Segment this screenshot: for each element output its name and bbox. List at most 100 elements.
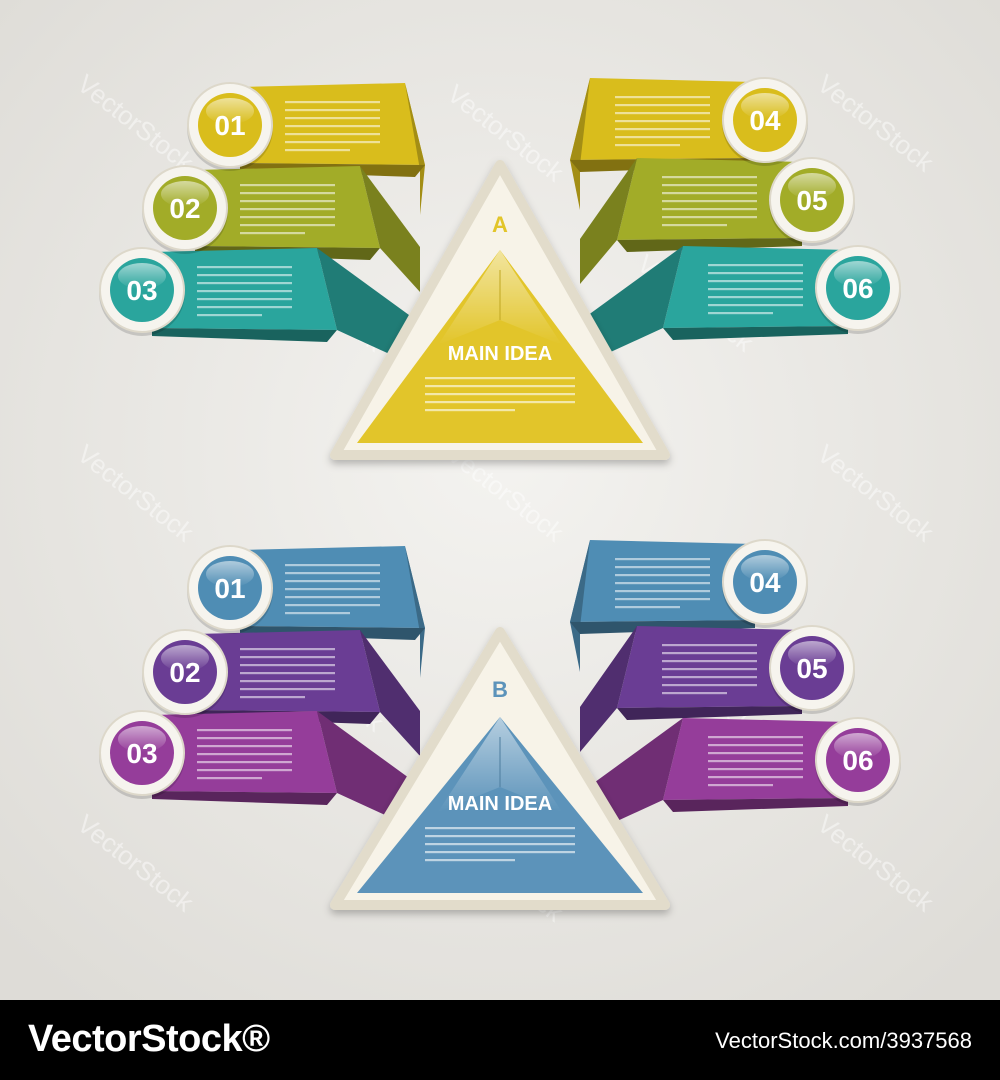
ribbon-fold [360, 630, 420, 756]
badge-gloss [741, 555, 789, 581]
placeholder-text-line [615, 590, 710, 593]
step-badge-02: 02 [142, 629, 228, 718]
placeholder-text-line [240, 656, 335, 659]
placeholder-text-line [662, 692, 727, 695]
placeholder-text-line [708, 736, 803, 739]
ribbon-panel [663, 246, 848, 328]
placeholder-text-line [615, 144, 680, 147]
ribbon-edge [617, 238, 802, 252]
ribbon-panel [570, 540, 755, 622]
triangle-fill [357, 717, 643, 893]
placeholder-text-line [197, 777, 262, 780]
ribbon-edge [152, 328, 337, 342]
step-number: 03 [126, 275, 157, 306]
placeholder-text-line [425, 385, 575, 388]
placeholder-text-line [708, 776, 803, 779]
placeholder-text-line [285, 109, 380, 112]
step-number: 01 [214, 110, 245, 141]
step-ribbon-05 [580, 626, 802, 752]
placeholder-text-line [708, 304, 803, 307]
placeholder-text-line [425, 377, 575, 380]
main-idea-label: MAIN IDEA [448, 793, 552, 815]
ribbon-edge [663, 798, 848, 812]
placeholder-text-line [708, 768, 803, 771]
ribbon-panel [195, 166, 380, 248]
placeholder-text-line [285, 604, 380, 607]
placeholder-text-line [662, 208, 757, 211]
placeholder-text-line [708, 280, 803, 283]
placeholder-text-line [425, 843, 575, 846]
step-number: 05 [796, 185, 827, 216]
badge-gloss [741, 93, 789, 119]
ribbon-panel [152, 711, 337, 793]
ribbon-panel [240, 83, 425, 165]
ribbon-panel [617, 626, 802, 708]
placeholder-text-line [708, 288, 803, 291]
placeholder-text-line [615, 120, 710, 123]
placeholder-text-line [662, 200, 757, 203]
triangle-letter: B [492, 677, 508, 702]
placeholder-text-line [662, 192, 757, 195]
placeholder-text-line [708, 760, 803, 763]
placeholder-text-line [197, 282, 292, 285]
step-badge-06: 06 [815, 717, 901, 806]
placeholder-text-line [197, 266, 292, 269]
placeholder-text-line [197, 761, 292, 764]
placeholder-text-line [662, 660, 757, 663]
placeholder-text-line [240, 208, 335, 211]
placeholder-text-line [285, 101, 380, 104]
ribbon-fold [580, 626, 637, 752]
placeholder-text-line [425, 859, 515, 862]
placeholder-text-line [197, 314, 262, 317]
placeholder-text-line [662, 668, 757, 671]
placeholder-text-line [615, 104, 710, 107]
placeholder-text-line [197, 745, 292, 748]
placeholder-text-line [662, 652, 757, 655]
badge-gloss [788, 641, 836, 667]
placeholder-text-line [197, 290, 292, 293]
placeholder-text-line [615, 582, 710, 585]
placeholder-text-line [708, 296, 803, 299]
main-triangle-b [330, 627, 670, 910]
step-number: 02 [169, 193, 200, 224]
step-badge-03: 03 [99, 247, 185, 336]
ribbon-fold [570, 78, 590, 210]
step-number: 06 [842, 745, 873, 776]
placeholder-text-line [285, 149, 350, 152]
placeholder-text-line [240, 200, 335, 203]
ribbon-fold [360, 166, 420, 292]
placeholder-text-line [285, 117, 380, 120]
placeholder-text-line [662, 644, 757, 647]
footer-bar: VectorStock® VectorStock.com/3937568 [0, 1000, 1000, 1080]
placeholder-text-line [285, 612, 350, 615]
ribbon-panel [570, 78, 755, 160]
placeholder-text-line [425, 409, 515, 412]
placeholder-text-line [425, 851, 575, 854]
placeholder-text-line [615, 598, 710, 601]
placeholder-text-line [240, 680, 335, 683]
step-number: 04 [749, 567, 781, 598]
main-idea-label: MAIN IDEA [448, 343, 552, 365]
placeholder-text-line [662, 176, 757, 179]
placeholder-text-line [240, 672, 335, 675]
badge-gloss [788, 173, 836, 199]
placeholder-text-line [615, 558, 710, 561]
placeholder-text-line [197, 729, 292, 732]
ribbon-panel [663, 718, 848, 800]
ribbon-panel [152, 248, 337, 330]
step-number: 05 [796, 653, 827, 684]
placeholder-text-line [615, 136, 710, 139]
step-badge-04: 04 [722, 77, 808, 166]
placeholder-text-line [662, 676, 757, 679]
placeholder-text-line [285, 141, 380, 144]
step-badge-03: 03 [99, 710, 185, 799]
ribbon-panel [240, 546, 425, 628]
placeholder-text-line [197, 753, 292, 756]
ribbon-fold [580, 246, 683, 366]
placeholder-text-line [662, 224, 727, 227]
step-number: 03 [126, 738, 157, 769]
